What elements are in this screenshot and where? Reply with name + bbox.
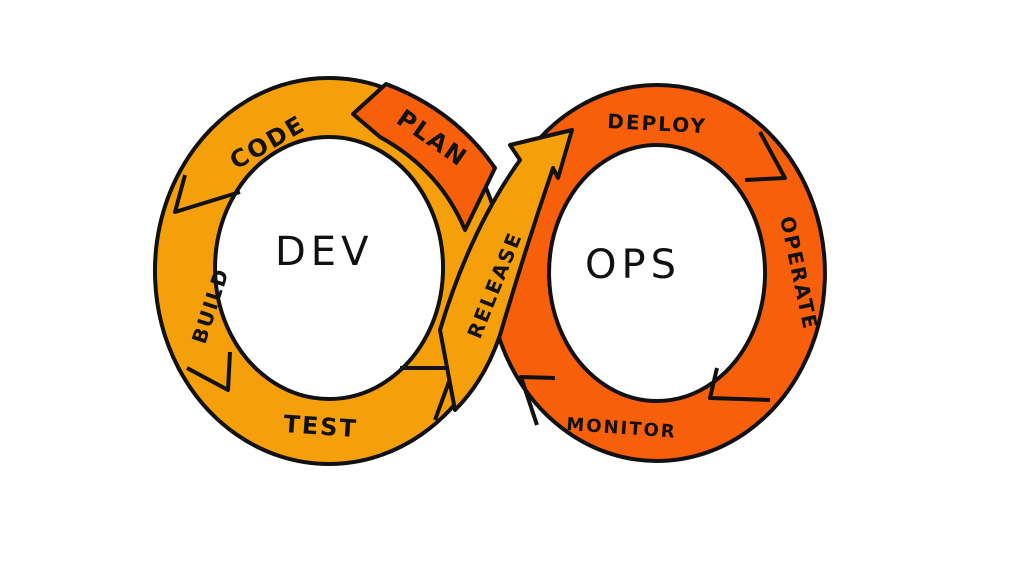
loop-title-ops: OPS <box>585 242 681 288</box>
dev-arrow-build-test <box>186 351 232 392</box>
stage-label-test: TEST <box>283 410 359 443</box>
plan-segment <box>351 82 497 232</box>
ops-arrow-monitor-release <box>519 375 556 426</box>
dev-arrow-code-build <box>173 174 241 214</box>
release-crossover-band <box>438 128 574 412</box>
dev-ring <box>152 76 505 466</box>
ops-arrow-deploy-operate <box>744 131 787 182</box>
loop-title-dev: DEV <box>275 229 373 275</box>
stage-label-deploy: DEPLOY <box>607 109 708 138</box>
ops-arrow-operate-monitor <box>708 367 771 402</box>
